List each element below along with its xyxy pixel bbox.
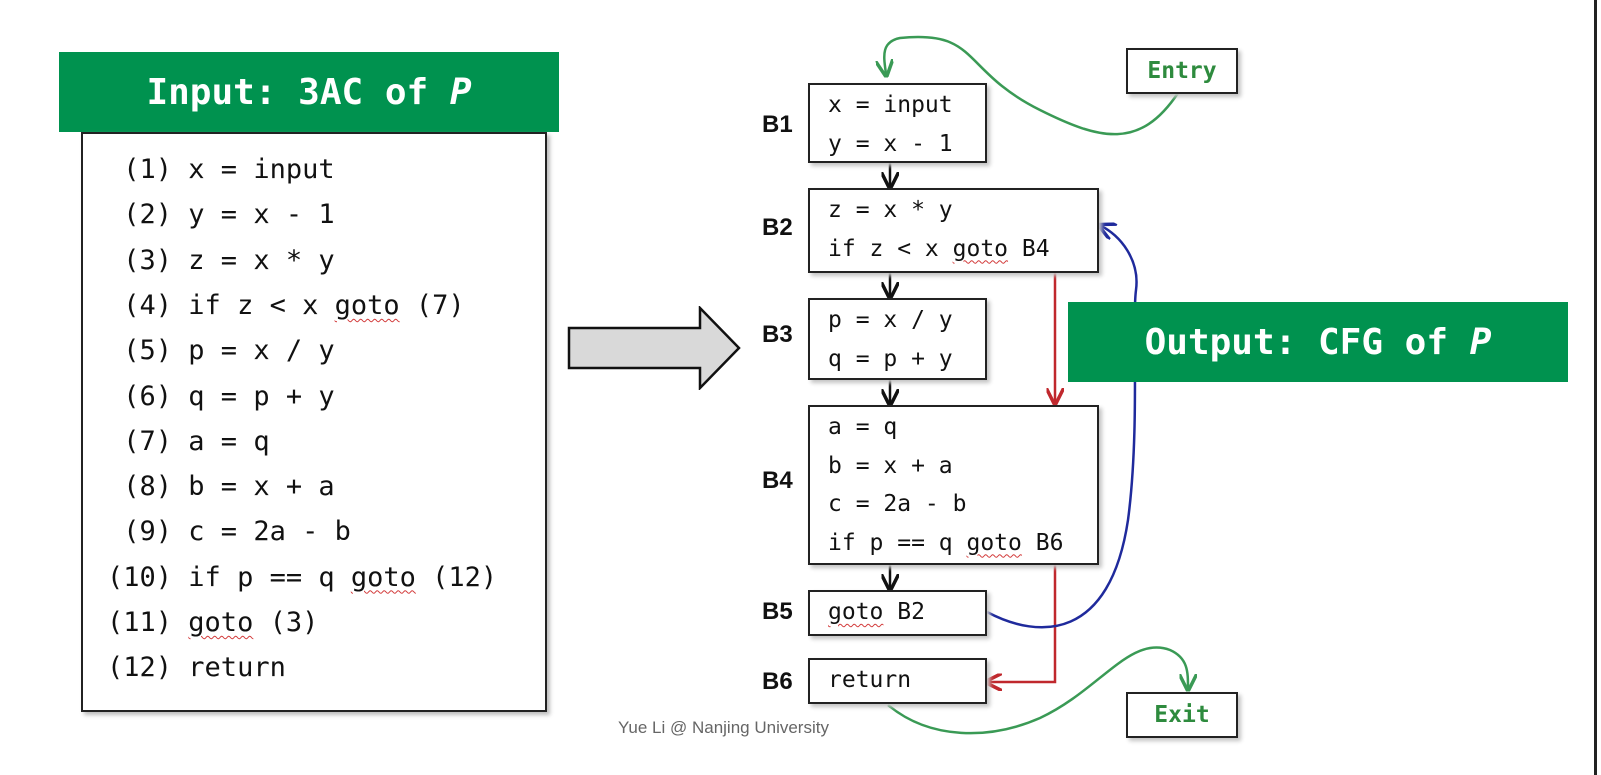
slide-edge — [1594, 0, 1597, 775]
code-text: b = x + a — [188, 471, 335, 503]
block-line: p = x / y — [828, 306, 953, 334]
edge-b5-b2 — [986, 226, 1138, 629]
exit-node: Exit — [1126, 692, 1238, 738]
block-line: y = x - 1 — [828, 130, 953, 158]
code-text: B4 — [1008, 235, 1050, 262]
output-banner-text: Output: CFG of — [1144, 321, 1470, 363]
code-text: (12) — [415, 561, 498, 593]
basic-block-b6: return — [808, 658, 987, 704]
line-number: (10) — [107, 561, 173, 593]
line-number: (9) — [107, 516, 173, 548]
code-line: (11) goto (3) — [107, 607, 318, 639]
code-text: z = x * y — [828, 197, 953, 223]
code-line: (4) if z < x goto (7) — [107, 289, 465, 322]
output-banner-var: P — [1469, 321, 1492, 363]
block-line: q = p + y — [828, 345, 953, 373]
line-number: (8) — [107, 471, 173, 503]
goto-keyword: goto — [828, 599, 884, 625]
block-label-b5: B5 — [762, 598, 793, 625]
code-line: (8) b = x + a — [107, 471, 335, 503]
goto-keyword: goto — [334, 289, 400, 321]
three-address-code-box: (1) x = input (2) y = x - 1 (3) z = x * … — [81, 132, 547, 712]
block-label-b1: B1 — [762, 111, 793, 138]
line-number: (4) — [107, 289, 173, 321]
block-label-b6: B6 — [762, 668, 793, 695]
block-line: return — [828, 666, 911, 694]
code-text: x = input — [188, 154, 335, 185]
code-text: b = x + a — [828, 452, 953, 479]
code-text: a = q — [828, 414, 898, 440]
line-number: (5) — [107, 335, 173, 367]
code-line: (1) x = input — [107, 154, 335, 186]
code-line: (5) p = x / y — [107, 335, 335, 367]
code-line: (3) z = x * y — [107, 244, 335, 277]
block-line: b = x + a — [828, 452, 953, 480]
code-text: y = x - 1 — [188, 199, 335, 231]
code-text: x = input — [828, 92, 953, 118]
line-number: (11) — [107, 607, 173, 638]
code-text: a = q — [188, 425, 270, 457]
code-line: (6) q = p + y — [107, 380, 335, 413]
entry-node: Entry — [1126, 48, 1238, 94]
block-label-b3: B3 — [762, 321, 793, 348]
basic-block-b4: a = q b = x + a c = 2a - b if p == q goto B… — [808, 405, 1099, 565]
code-line: (12) return — [107, 652, 286, 684]
line-number: (12) — [107, 652, 173, 684]
block-line: a = q — [828, 413, 897, 441]
goto-keyword: goto — [966, 529, 1022, 556]
entry-edge — [884, 35, 1180, 136]
code-text: q = p + y — [828, 345, 953, 372]
output-banner: Output: CFG of P — [1068, 302, 1568, 382]
code-text: B2 — [883, 599, 925, 625]
code-text: if z < x — [188, 289, 335, 321]
basic-block-b2: z = x * y if z < x goto B4 — [808, 188, 1099, 273]
line-number: (3) — [107, 244, 173, 276]
code-text: return — [828, 667, 912, 693]
footer-credit: Yue Li @ Nanjing University — [618, 718, 829, 737]
code-text: (7) — [399, 289, 465, 321]
code-line: (7) a = q — [107, 425, 270, 458]
code-line: (9) c = 2a - b — [107, 516, 351, 548]
block-line: z = x * y — [828, 196, 953, 224]
basic-block-b3: p = x / y q = p + y — [808, 298, 987, 380]
code-line: (2) y = x - 1 — [107, 199, 335, 231]
block-label-b4: B4 — [762, 467, 793, 494]
basic-block-b1: x = input y = x - 1 — [808, 83, 987, 163]
code-text: if p == q — [828, 529, 967, 556]
code-text: q = p + y — [188, 380, 335, 412]
input-banner-text: Input: 3AC of — [146, 71, 450, 113]
code-text: c = 2a - b — [828, 491, 967, 517]
code-text: return — [188, 652, 286, 684]
code-text: B6 — [1021, 529, 1064, 556]
exit-edge — [887, 646, 1188, 735]
goto-keyword: goto — [188, 607, 254, 638]
goto-keyword: goto — [350, 561, 416, 593]
block-line: if z < x goto B4 — [828, 235, 1050, 263]
code-text: y = x - 1 — [828, 130, 953, 157]
code-text: if z < x — [828, 235, 953, 262]
block-line: if p == q goto B6 — [828, 529, 1063, 557]
line-number: (2) — [107, 199, 173, 231]
block-line: x = input — [828, 91, 953, 119]
code-text: (3) — [253, 607, 319, 638]
block-line: goto B2 — [828, 598, 925, 626]
line-number: (6) — [107, 380, 173, 412]
block-line: c = 2a - b — [828, 490, 966, 518]
goto-keyword: goto — [952, 235, 1009, 262]
code-text: if p == q — [188, 561, 351, 593]
code-line: (10) if p == q goto (12) — [107, 562, 497, 594]
input-banner: Input: 3AC of P — [59, 52, 559, 132]
transform-arrow — [567, 306, 741, 390]
line-number: (7) — [107, 425, 173, 457]
code-text: p = x / y — [828, 307, 953, 333]
code-text: z = x * y — [188, 244, 335, 276]
input-banner-var: P — [449, 71, 472, 113]
block-label-b2: B2 — [762, 214, 793, 241]
code-text: c = 2a - b — [188, 516, 351, 548]
edge-b4-b6 — [988, 565, 1057, 682]
line-number: (1) — [107, 154, 173, 185]
code-text: p = x / y — [188, 335, 335, 367]
basic-block-b5: goto B2 — [808, 590, 987, 636]
